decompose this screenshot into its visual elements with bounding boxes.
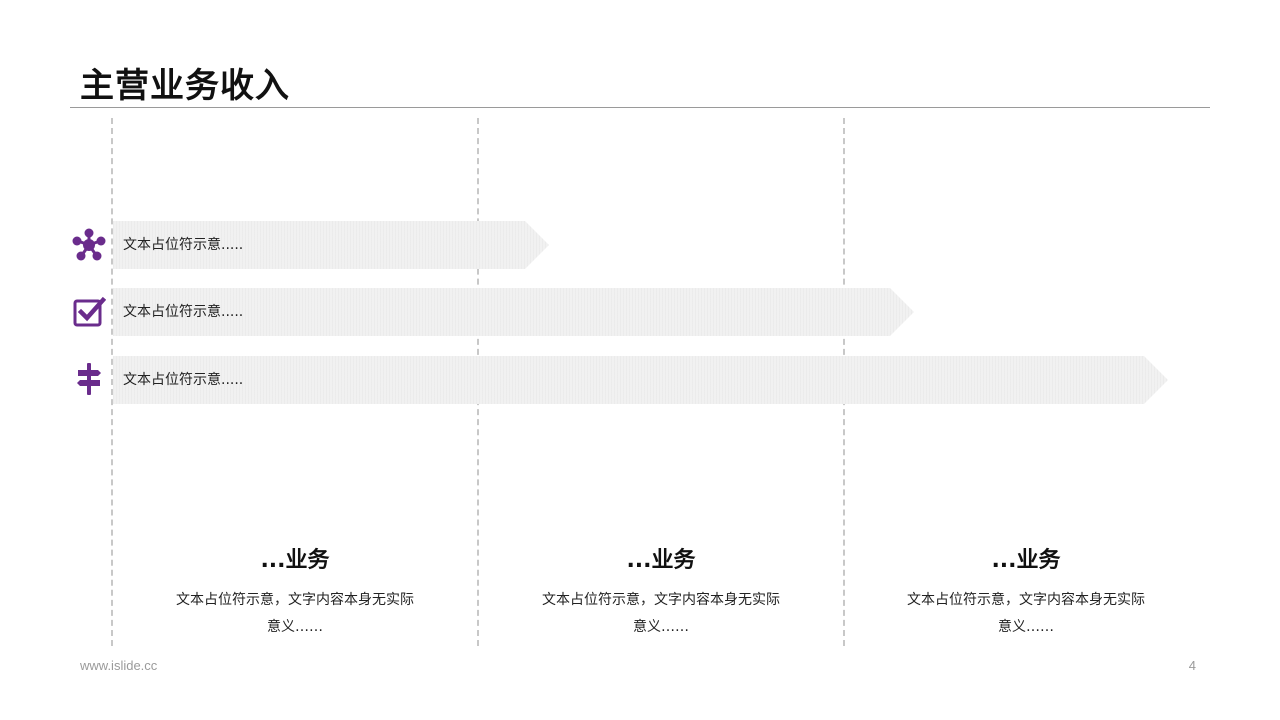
progress-bar-3-label: 文本占位符示意..... — [123, 372, 244, 388]
checkbox-checked-icon — [73, 296, 106, 327]
page-title: 主营业务收入 — [80, 66, 290, 106]
progress-bar-2-label: 文本占位符示意..... — [123, 304, 244, 320]
signpost-icon — [77, 363, 101, 395]
progress-bar-1 — [113, 221, 549, 269]
progress-bar-3 — [113, 356, 1168, 404]
footer-website: www.islide.cc — [80, 658, 158, 673]
title-divider — [70, 107, 1210, 108]
column-desc-2-line2: 意义…… — [633, 619, 689, 635]
column-desc-2-line1: 文本占位符示意，文字内容本身无实际 — [542, 592, 780, 608]
column-divider-1 — [111, 118, 113, 646]
page-number: 4 — [1188, 658, 1196, 673]
column-desc-1-line2: 意义…… — [267, 619, 323, 635]
column-desc-2: 文本占位符示意，文字内容本身无实际 意义…… — [511, 587, 811, 641]
column-desc-3-line1: 文本占位符示意，文字内容本身无实际 — [907, 592, 1145, 608]
column-desc-3: 文本占位符示意，文字内容本身无实际 意义…… — [876, 587, 1176, 641]
column-desc-1: 文本占位符示意，文字内容本身无实际 意义…… — [145, 587, 445, 641]
network-nodes-icon — [72, 228, 106, 261]
column-desc-3-line2: 意义…… — [998, 619, 1054, 635]
progress-bar-2 — [113, 288, 914, 336]
column-title-1: ...业务 — [260, 548, 330, 573]
progress-bar-1-label: 文本占位符示意..... — [123, 237, 244, 253]
column-title-2: ...业务 — [626, 548, 696, 573]
column-title-3: ...业务 — [991, 548, 1061, 573]
column-desc-1-line1: 文本占位符示意，文字内容本身无实际 — [176, 592, 414, 608]
